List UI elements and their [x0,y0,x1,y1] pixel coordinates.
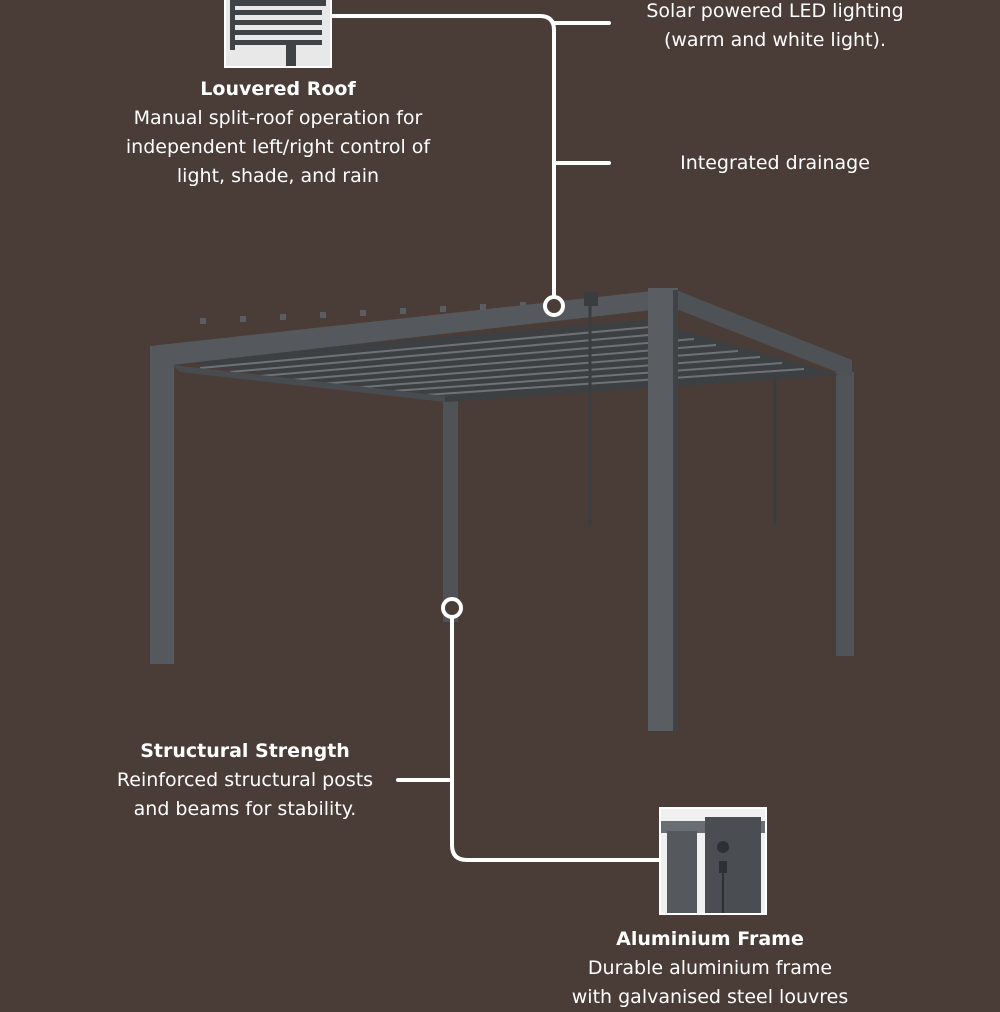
pergola-front-left-post [150,346,174,664]
structural-strength-line-2: and beams for stability. [133,798,357,820]
louvered-roof-line-1: Manual split-roof operation for [133,107,423,129]
structural-strength-leader [450,614,662,862]
louvered-roof-callout: Louvered Roof Manual split-roof operatio… [90,75,466,191]
drainage-callout: Integrated drainage [620,149,930,178]
solar-lighting-line-2: (warm and white light). [663,29,886,51]
louvered-roof-leader [328,14,556,297]
aluminium-frame-line-1: Durable aluminium frame [587,957,833,979]
pergola-back-left-post [443,398,458,622]
structural-strength-line-1: Reinforced structural posts [116,769,374,791]
pergola-back-beam [172,365,445,402]
solar-lighting-callout: Solar powered LED lighting (warm and whi… [610,0,940,55]
structural-strength-title: Structural Strength [140,740,350,762]
louvered-roof-thumbnail [224,0,332,68]
pergola-back-right-post [836,372,854,656]
drainage-line-1: Integrated drainage [680,152,870,174]
louvered-roof-line-2: independent left/right control of [125,136,431,158]
aluminium-frame-callout: Aluminium Frame Durable aluminium frame … [540,925,880,1012]
pergola-front-beam [150,291,652,365]
structural-strength-callout: Structural Strength Reinforced structura… [90,737,400,824]
aluminium-frame-thumbnail [659,807,767,915]
louvered-roof-line-3: light, shade, and rain [176,165,380,187]
roof-anchor-dot [543,295,565,317]
post-anchor-dot [441,597,463,619]
pergola-right-beam [676,290,852,378]
aluminium-frame-line-2: with galvanised steel louvres [571,986,849,1008]
pergola-louvre-tips [200,302,526,324]
solar-lighting-line-1: Solar powered LED lighting [646,0,904,22]
louvered-roof-title: Louvered Roof [200,78,356,100]
pergola-louvres [199,326,805,397]
aluminium-frame-title: Aluminium Frame [616,928,804,950]
